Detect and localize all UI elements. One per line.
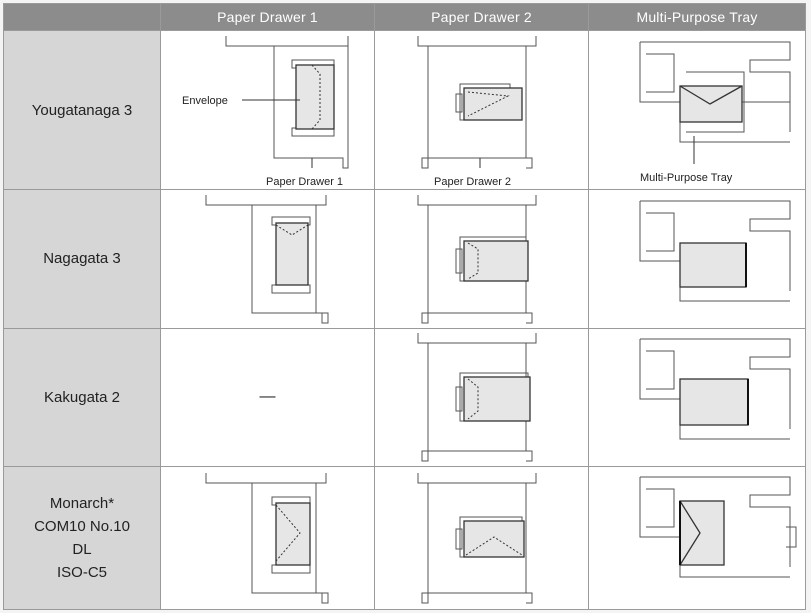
- row-label-line: Monarch*: [49, 494, 115, 512]
- cell-monarch-mptray: [588, 465, 806, 611]
- multi-purpose-tray-callout: Multi-Purpose Tray: [640, 172, 733, 184]
- header-corner: [3, 3, 161, 31]
- mptray-diagram-icon: [639, 200, 790, 302]
- row-label-monarch-group: Monarch* COM10 No.10 DL ISO-C5: [3, 465, 161, 611]
- row-label-line: Nagagata 3: [43, 250, 121, 268]
- header-paper-drawer-2: Paper Drawer 2: [374, 3, 589, 31]
- envelope-loading-table: Paper Drawer 1 Paper Drawer 2 Multi-Purp…: [3, 3, 806, 611]
- cell-kakugata-mptray: [588, 327, 806, 467]
- drawer2-diagram-icon: [417, 333, 536, 462]
- row-label-yougatanaga-3: Yougatanaga 3: [3, 29, 161, 191]
- cell-kakugata-drawer2: [374, 327, 589, 467]
- header-row: Paper Drawer 1 Paper Drawer 2 Multi-Purp…: [3, 3, 806, 31]
- row-label-kakugata-2: Kakugata 2: [3, 327, 161, 467]
- cell-yougatanaga-drawer1: Envelope Paper Drawer 1: [160, 29, 375, 191]
- header-paper-drawer-1: Paper Drawer 1: [160, 3, 375, 31]
- drawer1-diagram-icon: [205, 473, 328, 604]
- mptray-diagram-icon: Multi-Purpose Tray: [639, 41, 790, 184]
- drawer1-diagram-icon: [205, 194, 328, 324]
- row-label-line: Yougatanaga 3: [31, 101, 133, 119]
- table-row: Yougatanaga 3 Envelope Paper D: [3, 29, 806, 191]
- paper-drawer-2-callout: Paper Drawer 2: [434, 176, 511, 188]
- drawer1-diagram-icon: Envelope Paper Drawer 1: [182, 35, 348, 188]
- drawer2-diagram-icon: Paper Drawer 2: [417, 35, 536, 188]
- drawer2-diagram-icon: [417, 194, 536, 324]
- row-label-line: ISO-C5: [56, 563, 107, 581]
- cell-kakugata-drawer1: —: [160, 327, 375, 467]
- cell-monarch-drawer2: [374, 465, 589, 611]
- cell-yougatanaga-drawer2: Paper Drawer 2: [374, 29, 589, 191]
- envelope-callout: Envelope: [182, 95, 228, 107]
- cell-monarch-drawer1: [160, 465, 375, 611]
- row-label-line: Kakugata 2: [44, 388, 120, 406]
- cell-nagagata-drawer1: [160, 189, 375, 329]
- not-supported-mark: —: [259, 388, 276, 406]
- table-row: Monarch* COM10 No.10 DL ISO-C5: [3, 465, 806, 611]
- row-label-line: COM10 No.10: [34, 517, 130, 535]
- header-multi-purpose-tray: Multi-Purpose Tray: [588, 3, 806, 31]
- cell-yougatanaga-mptray: Multi-Purpose Tray: [588, 29, 806, 191]
- row-label-line: DL: [72, 540, 92, 558]
- table-row: Nagagata 3: [3, 189, 806, 329]
- mptray-diagram-icon: [639, 338, 790, 440]
- mptray-diagram-icon: [639, 476, 796, 578]
- paper-drawer-1-callout: Paper Drawer 1: [266, 176, 343, 188]
- cell-nagagata-drawer2: [374, 189, 589, 329]
- cell-nagagata-mptray: [588, 189, 806, 329]
- drawer2-diagram-icon: [417, 473, 536, 604]
- row-label-nagagata-3: Nagagata 3: [3, 189, 161, 329]
- table-row: Kakugata 2 —: [3, 327, 806, 467]
